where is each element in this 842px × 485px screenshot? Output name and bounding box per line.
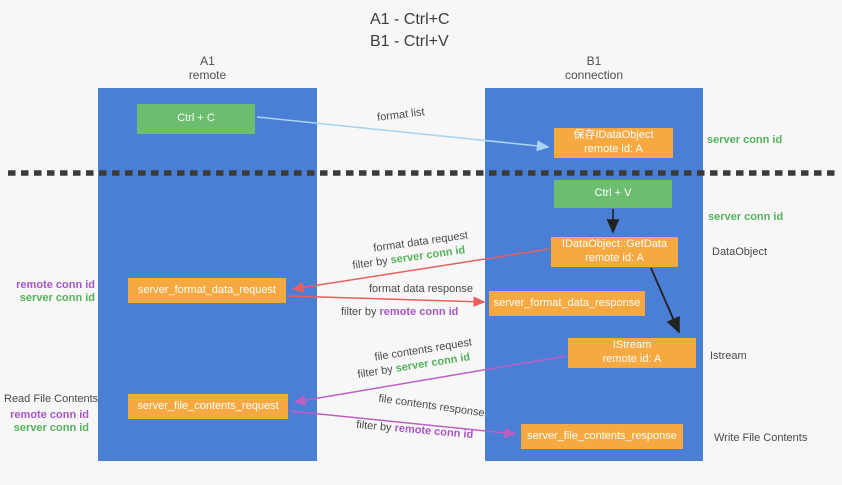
lane-header-a1: A1 remote (98, 54, 317, 83)
edge-label-filter-remote-conn-id-1: filter by remote conn id (341, 306, 458, 318)
annotation-read-file-contents: Read File Contents (4, 393, 99, 405)
filter-by-text: filter by (356, 363, 394, 381)
lane-header-b1: B1 connection (485, 54, 703, 83)
node-ctrl-c: Ctrl + C (137, 104, 255, 134)
node-ctrl-c-label: Ctrl + C (177, 112, 215, 125)
annotation-write-file-contents: Write File Contents (714, 432, 808, 444)
node-server-file-contents-request-label: server_file_contents_request (137, 399, 279, 412)
edge-label-file-contents-response: file contents response (377, 392, 486, 420)
lane-a1-role: remote (188, 68, 227, 83)
node-server-file-contents-response: server_file_contents_response (521, 424, 683, 449)
title-line-2: B1 - Ctrl+V (370, 33, 449, 51)
node-istream-line2: remote id: A (602, 353, 662, 365)
annotation-server-conn-id-mid: server conn id (708, 211, 784, 223)
remote-conn-id-text: remote conn id (394, 422, 474, 442)
filter-by-text: filter by (355, 418, 393, 434)
node-save-idataobject-line2: remote id: A (584, 143, 643, 155)
annotation-server-conn-id-top: server conn id (707, 134, 783, 146)
node-server-format-data-request: server_format_data_request (128, 278, 286, 303)
filter-by-text: filter by (351, 255, 389, 272)
arrow-format-data-response (287, 295, 486, 307)
edge-label-format-data-response: format data response (369, 283, 473, 295)
annotation-server-conn-id-1: server conn id (19, 292, 95, 304)
node-ctrl-v: Ctrl + V (554, 180, 672, 208)
node-save-idataobject-line1: 保存IDataObject (573, 129, 654, 142)
annotation-istream: Istream (710, 350, 747, 362)
annotation-remote-conn-id-2: remote conn id (10, 409, 89, 421)
node-server-format-data-response-label: server_format_data_response (493, 296, 641, 309)
remote-conn-id-text: remote conn id (379, 306, 459, 318)
filter-by-text: filter by (341, 306, 377, 318)
lane-a1-id: A1 (200, 54, 215, 68)
lane-b1-id: B1 (586, 54, 602, 68)
node-server-format-data-request-label: server_format_data_request (137, 283, 277, 296)
title-line-1: A1 - Ctrl+C (370, 11, 450, 28)
node-istream: IStream remote id: A (568, 338, 696, 368)
annotation-dataobject: DataObject (712, 246, 768, 258)
node-getdata-line1: IDataObject::GetData (561, 238, 668, 251)
node-istream-line1: IStream (612, 339, 652, 352)
edge-label-filter-remote-conn-id-2: filter by remote conn id (356, 419, 474, 441)
node-getdata-line2: remote id: A (585, 252, 644, 264)
annotation-server-conn-id-2: server conn id (13, 422, 89, 434)
node-server-file-contents-response-label: server_file_contents_response (527, 429, 677, 442)
diagram-title: A1 - Ctrl+C B1 - Ctrl+V (370, 9, 450, 54)
edge-label-format-list: format list (376, 106, 426, 124)
annotation-remote-conn-id-1: remote conn id (16, 279, 95, 291)
node-idataobject-getdata: IDataObject::GetData remote id: A (551, 237, 678, 267)
node-ctrl-v-label: Ctrl + V (594, 187, 632, 200)
node-save-idataobject: 保存IDataObject remote id: A (554, 128, 673, 158)
lane-b1-role: connection (564, 68, 624, 83)
node-server-file-contents-request: server_file_contents_request (128, 394, 288, 419)
node-server-format-data-response: server_format_data_response (489, 291, 645, 316)
